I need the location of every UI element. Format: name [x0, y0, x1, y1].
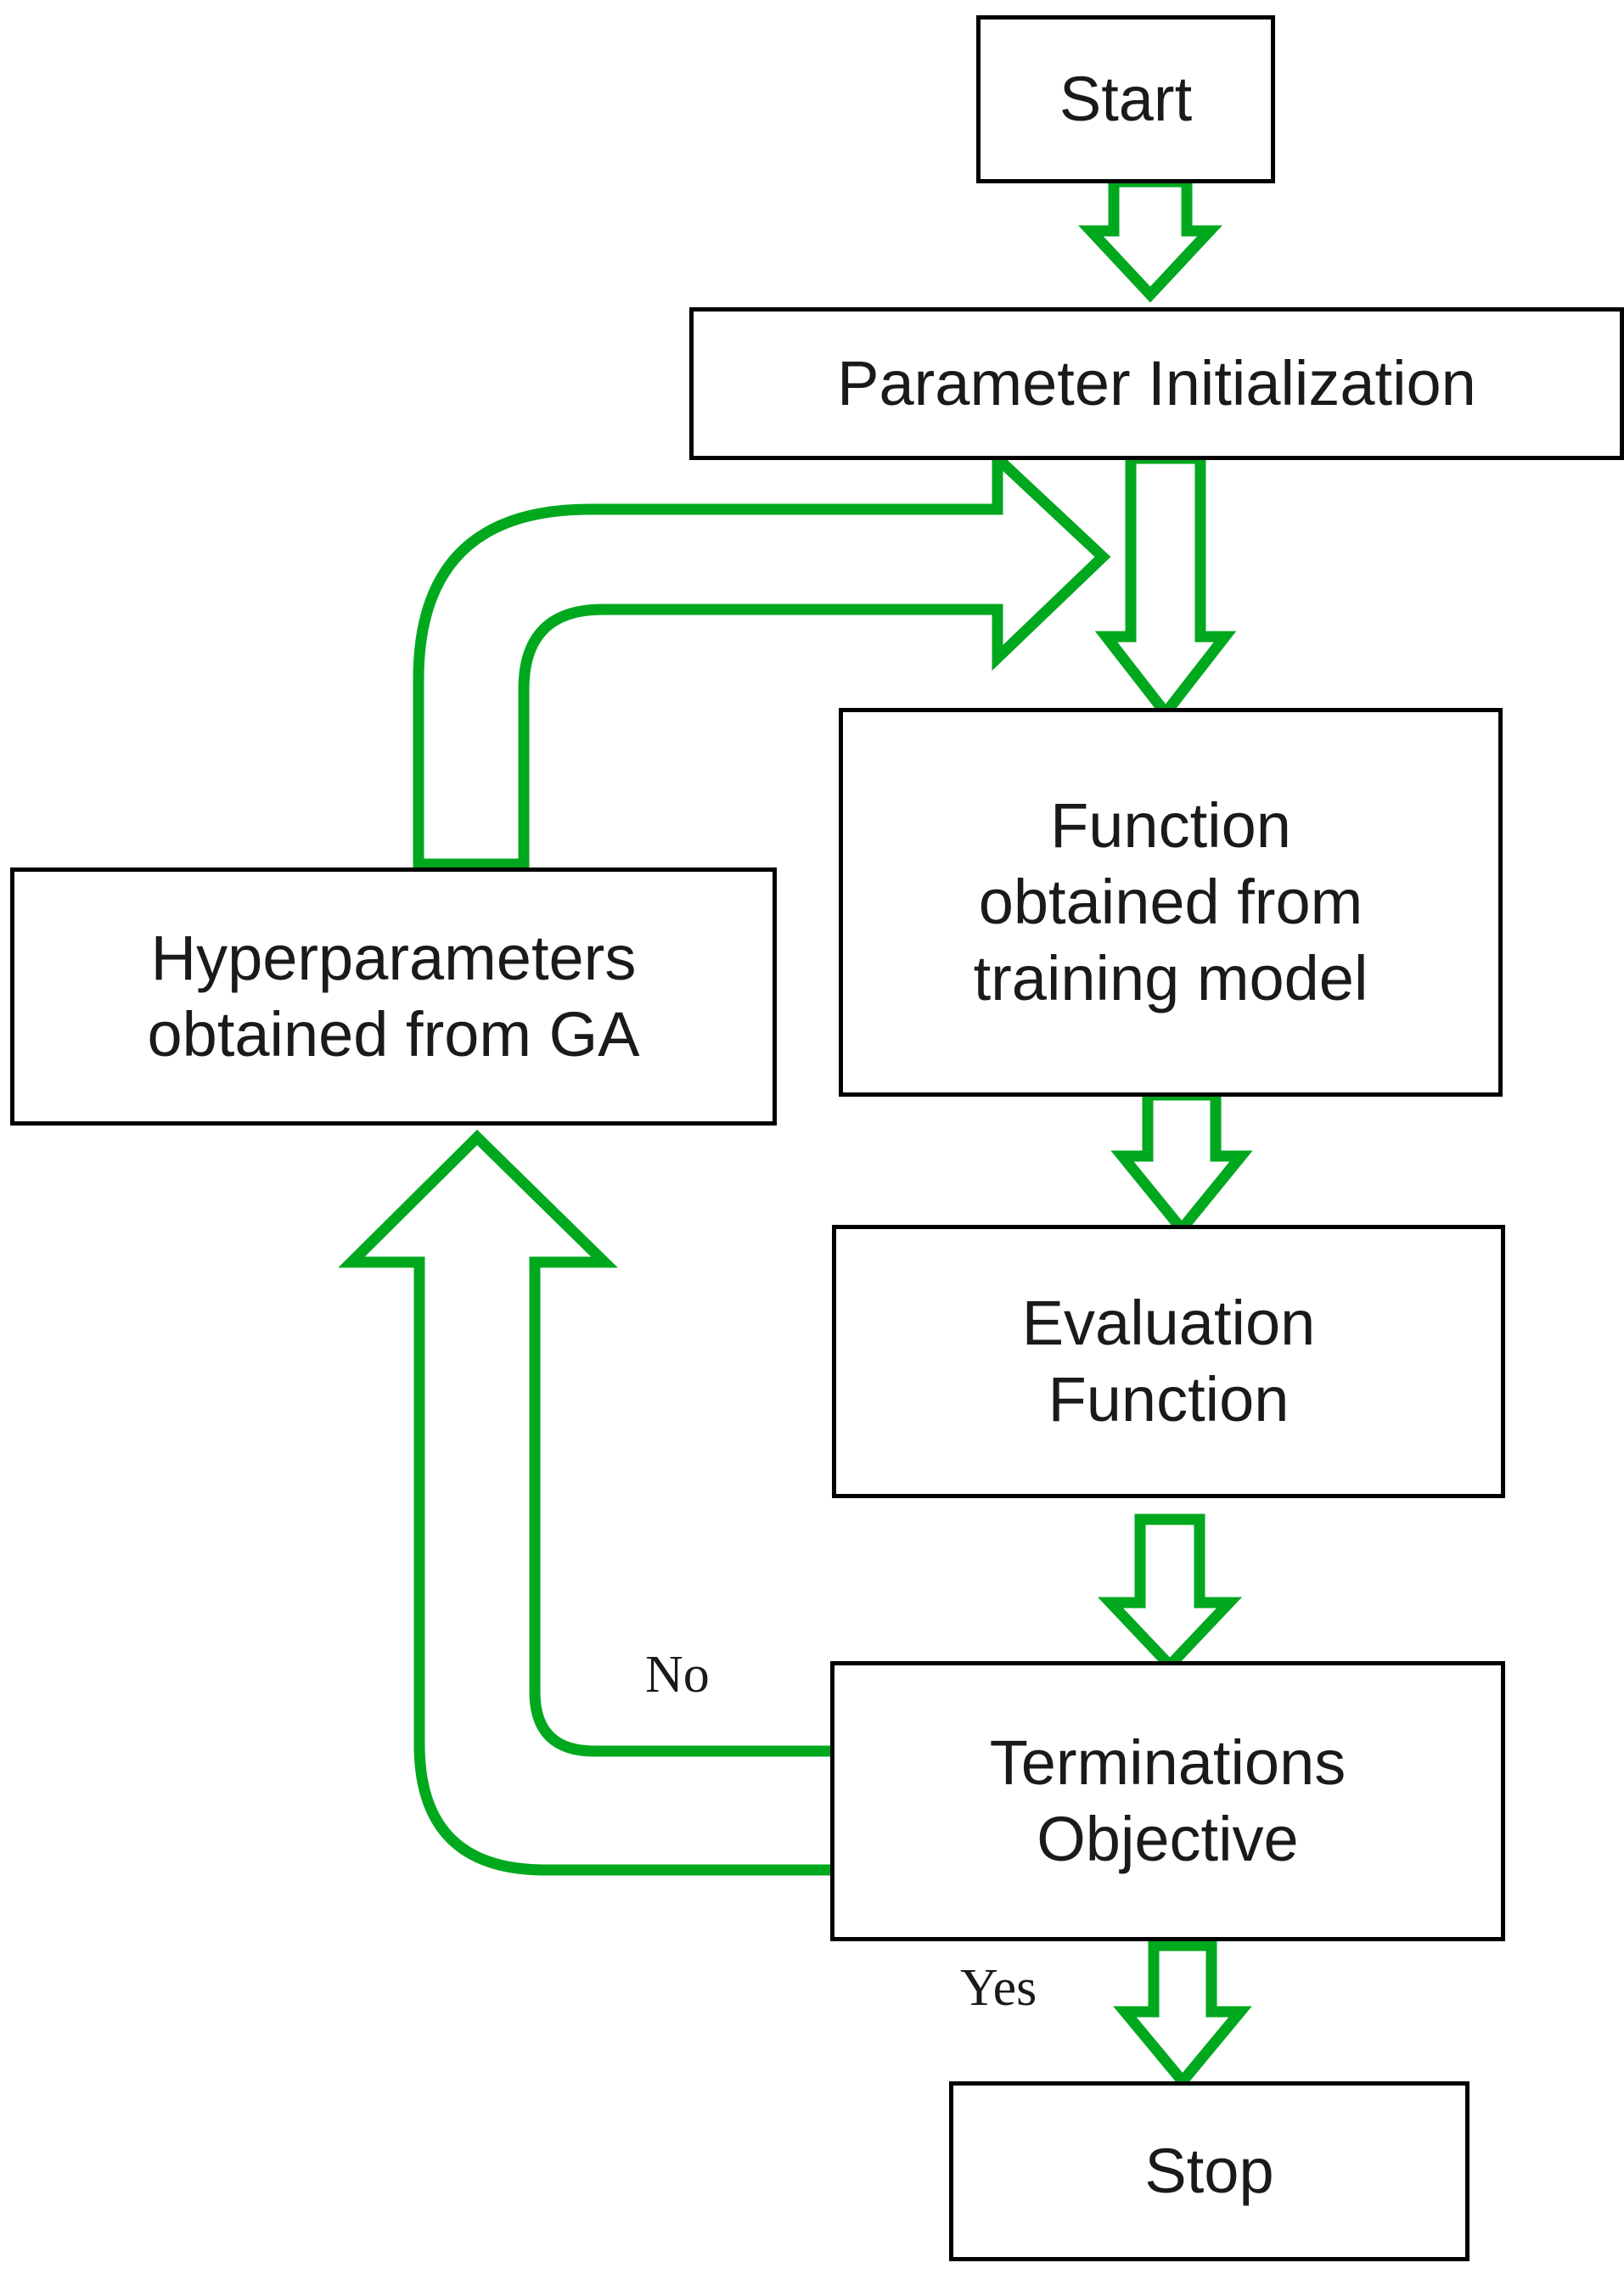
node-stop[interactable]: Stop [949, 2081, 1469, 2261]
node-terminations-objective[interactable]: Terminations Objective [830, 1661, 1505, 1941]
node-function-obtained-from-training-model-label: Function obtained from training model [973, 789, 1368, 1014]
node-hyperparameters-obtained-from-ga[interactable]: Hyperparameters obtained from GA [10, 867, 777, 1126]
arrow-param-to-func [1094, 452, 1237, 722]
arrow-start-to-param [1078, 176, 1222, 303]
node-evaluation-function[interactable]: Evaluation Function [832, 1225, 1505, 1498]
arrow-eval-to-term [1097, 1513, 1243, 1674]
edge-label-no: No [645, 1646, 710, 1704]
node-stop-label: Stop [1144, 2135, 1274, 2206]
arrow-term-to-hyper-no [338, 1129, 836, 1876]
node-hyperparameters-obtained-from-ga-label: Hyperparameters obtained from GA [147, 922, 640, 1070]
edge-label-yes: Yes [960, 1959, 1037, 2017]
node-function-obtained-from-training-model[interactable]: Function obtained from training model [839, 708, 1503, 1097]
node-parameter-initialization[interactable]: Parameter Initialization [689, 307, 1624, 460]
node-terminations-objective-label: Terminations Objective [989, 1727, 1346, 1874]
arrow-term-to-stop [1113, 1940, 1252, 2091]
node-parameter-initialization-label: Parameter Initialization [837, 347, 1476, 418]
node-start[interactable]: Start [976, 15, 1275, 183]
node-evaluation-function-label: Evaluation Function [1021, 1287, 1316, 1435]
arrow-func-to-eval [1110, 1089, 1253, 1238]
node-start-label: Start [1059, 63, 1193, 134]
